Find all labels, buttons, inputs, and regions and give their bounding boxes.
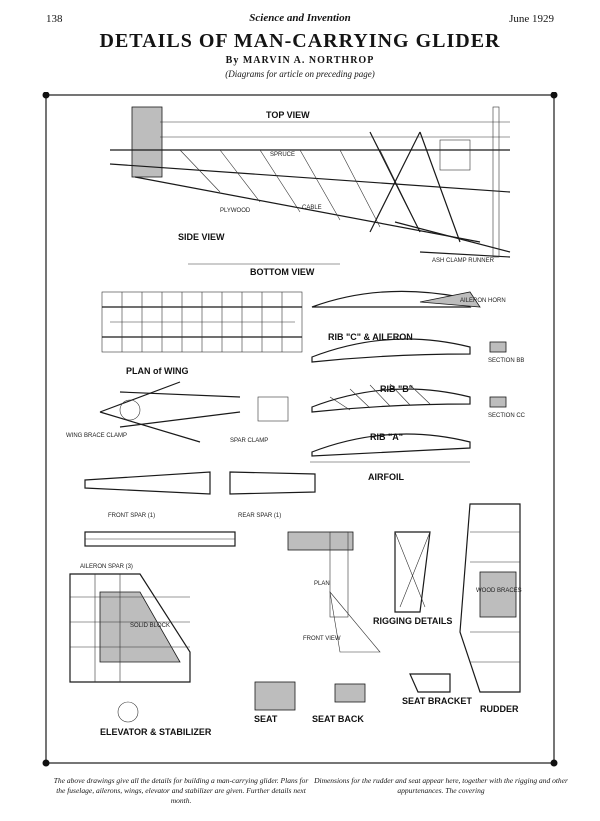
fuselage-drawing [109,106,511,258]
label-top-view: TOP VIEW [266,110,310,120]
seat-drawing [254,673,451,711]
spars-drawing [84,471,316,547]
label-section-bb: SECTION BB [488,358,524,364]
blueprint-plate: TOP VIEW SIDE VIEW BOTTOM VIEW CABLE ASH… [40,92,560,768]
issue-date: June 1929 [509,13,554,25]
label-seat-bracket: SEAT BRACKET [402,696,472,706]
label-plan-of-wing: PLAN of WING [126,366,189,376]
caption-right: Dimensions for the rudder and seat appea… [314,776,568,795]
rib-c-drawing [311,290,481,308]
corner-dot [42,92,50,99]
label-wood-braces: WOOD BRACES [476,588,522,594]
wing-brace-drawing [99,381,289,443]
label-ash-runner: ASH CLAMP RUNNER [432,258,495,264]
corner-dot [42,759,50,767]
label-spruce: SPRUCE [270,152,295,158]
caption-left: The above drawings give all the details … [53,776,309,805]
page-header: 138 Science and Invention June 1929 [0,0,600,25]
label-spar-clamp: SPAR CLAMP [230,438,268,444]
label-cable: CABLE [302,205,322,211]
label-aileron-spar: AILERON SPAR (3) [80,564,133,570]
article-title: DETAILS OF MAN-CARRYING GLIDER [99,30,501,52]
wing-plan-drawing [101,291,303,353]
label-plan: PLAN [314,581,330,587]
section-bb-shape [489,341,507,353]
label-elevator-stabilizer: ELEVATOR & STABILIZER [100,727,212,737]
label-front-spar: FRONT SPAR (1) [108,513,155,519]
plate-frame [45,94,555,764]
label-plywood: PLYWOOD [220,208,251,214]
label-rear-spar: REAR SPAR (1) [238,513,281,519]
elevator-drawing [69,573,191,723]
label-bottom-view: BOTTOM VIEW [250,267,315,277]
corner-dot [550,92,558,99]
label-rib-b: RIB "B" [380,384,413,394]
corner-dot [550,759,558,767]
label-rib-a: RIB "A" [370,432,403,442]
page-number: 138 [46,13,63,25]
label-aileron-horn: AILERON HORN [460,298,506,304]
magazine-name: Science and Invention [249,12,351,24]
article-note: (Diagrams for article on preceding page) [225,69,375,79]
label-seat-back: SEAT BACK [312,714,364,724]
label-airfoil: AIRFOIL [368,472,404,482]
article-byline: By MARVIN A. NORTHROP [225,55,375,66]
label-section-cc: SECTION CC [488,413,526,419]
label-rudder: RUDDER [480,704,519,714]
section-cc-shape [489,396,507,408]
label-seat: SEAT [254,714,278,724]
ribs-drawing [310,338,471,463]
label-wing-brace-clamp: WING BRACE CLAMP [66,433,127,439]
label-solid-block: SOLID BLOCK [130,623,170,629]
label-rigging-details: RIGGING DETAILS [373,616,452,626]
label-rib-c-aileron: RIB "C" & AILERON [328,332,413,342]
label-side-view: SIDE VIEW [178,232,225,242]
label-front-view: FRONT VIEW [303,636,341,642]
rigging-drawing [287,531,431,653]
rudder-drawing [459,503,521,693]
